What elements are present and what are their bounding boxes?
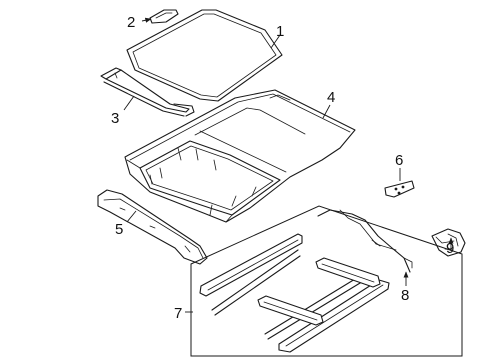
callout-7: 7	[174, 305, 182, 322]
callout-8: 8	[401, 287, 409, 304]
leader-lines	[123, 17, 454, 313]
callout-3: 3	[111, 110, 119, 127]
assembly-box	[190, 205, 463, 357]
callout-5: 5	[115, 221, 123, 238]
part-6-bracket	[384, 180, 415, 198]
callout-6: 6	[395, 152, 403, 169]
callout-labels: 2 1 3 4 5 6 7 8 9	[111, 14, 454, 322]
part-3-deflector	[100, 67, 195, 117]
part-1-glass-panel	[126, 9, 283, 102]
callout-2: 2	[127, 14, 135, 31]
part-2-clip	[149, 9, 179, 24]
leader-4	[322, 104, 331, 119]
leader-3	[123, 95, 135, 111]
part-7-frame-assembly	[190, 205, 463, 357]
leader-1	[270, 34, 281, 49]
leader-5	[126, 210, 137, 223]
leader-2	[141, 17, 152, 23]
callout-1: 1	[276, 23, 284, 40]
callout-9: 9	[446, 240, 454, 257]
part-4-roof-panel	[124, 89, 356, 223]
callout-4: 4	[327, 89, 335, 106]
part-5-rear-rail	[97, 189, 208, 265]
